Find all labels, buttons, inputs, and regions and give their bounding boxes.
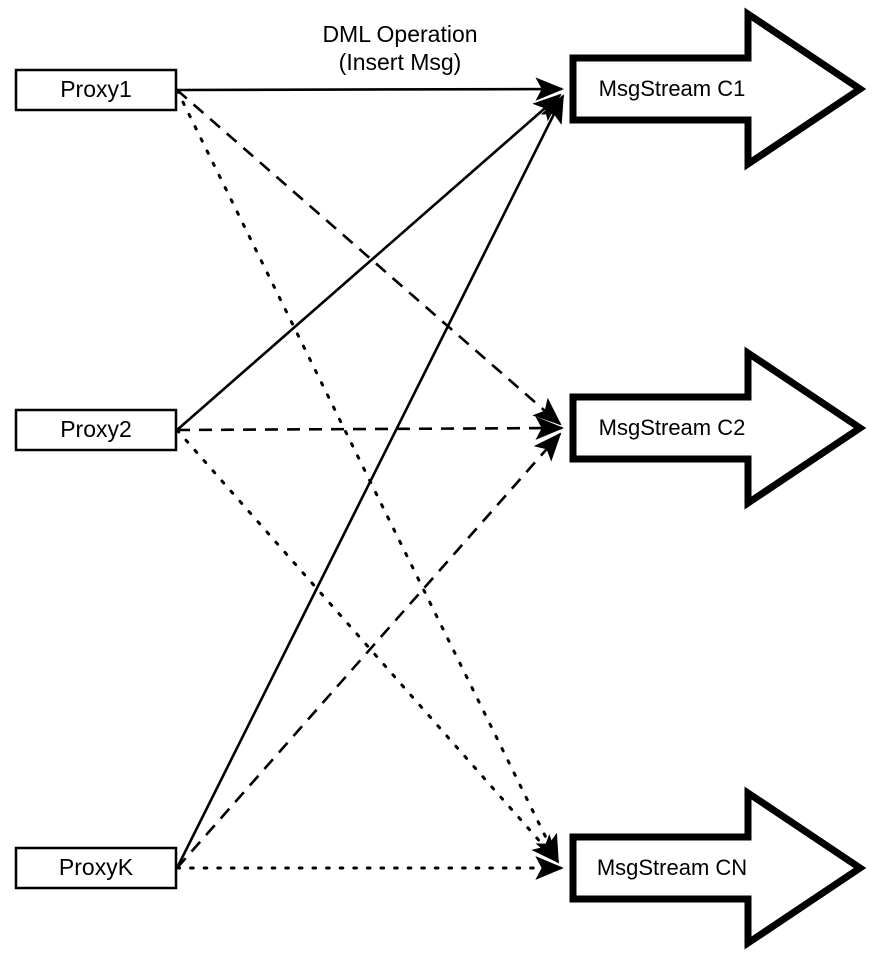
- proxy1-label: Proxy1: [60, 76, 132, 102]
- link-proxy1-to-msgstream-c2[interactable]: [176, 89, 562, 426]
- msgstream-cn-label: MsgStream CN: [597, 855, 747, 880]
- proxyk-label: ProxyK: [59, 854, 134, 880]
- link-proxy1-to-msgstream-cn[interactable]: [175, 88, 560, 864]
- node-proxy1[interactable]: Proxy1: [14, 68, 178, 112]
- link-proxyk-to-msgstream-c1[interactable]: [175, 94, 565, 869]
- msgstream-c2-arrow-shape[interactable]: [569, 346, 867, 510]
- node-proxyk[interactable]: ProxyK: [14, 846, 178, 890]
- msgstream-cn-arrow-shape[interactable]: [569, 786, 867, 950]
- edge-caption-line1: DML Operation: [322, 21, 477, 47]
- msgstream-group: MsgStream C1 MsgStream C2 MsgStream CN: [569, 7, 867, 950]
- node-msgstream-c1[interactable]: MsgStream C1: [569, 7, 867, 171]
- link-proxy2-to-msgstream-c2[interactable]: [176, 416, 565, 440]
- msgstream-c1-label: MsgStream C1: [599, 76, 746, 101]
- proxyk-box[interactable]: [14, 846, 178, 890]
- link-proxy2-to-msgstream-c1[interactable]: [176, 93, 562, 431]
- link-proxy1-to-msgstream-c1[interactable]: [176, 77, 565, 101]
- node-msgstream-c2[interactable]: MsgStream C2: [569, 346, 867, 510]
- node-proxy2[interactable]: Proxy2: [14, 408, 178, 452]
- link-proxy2-to-msgstream-cn[interactable]: [175, 428, 560, 864]
- proxy1-box[interactable]: [14, 68, 178, 112]
- link-proxyk-to-msgstream-c2[interactable]: [176, 432, 562, 869]
- node-msgstream-cn[interactable]: MsgStream CN: [569, 786, 867, 950]
- proxy2-label: Proxy2: [60, 416, 132, 442]
- edge-caption-line2: (Insert Msg): [339, 49, 462, 75]
- msgstream-c2-label: MsgStream C2: [599, 415, 746, 440]
- edge-caption: DML Operation (Insert Msg): [322, 21, 477, 75]
- msgstream-c1-arrow-shape[interactable]: [569, 7, 867, 171]
- proxy-group: Proxy1 Proxy2 ProxyK: [14, 68, 178, 890]
- proxy2-box[interactable]: [14, 408, 178, 452]
- link-group: [175, 77, 565, 880]
